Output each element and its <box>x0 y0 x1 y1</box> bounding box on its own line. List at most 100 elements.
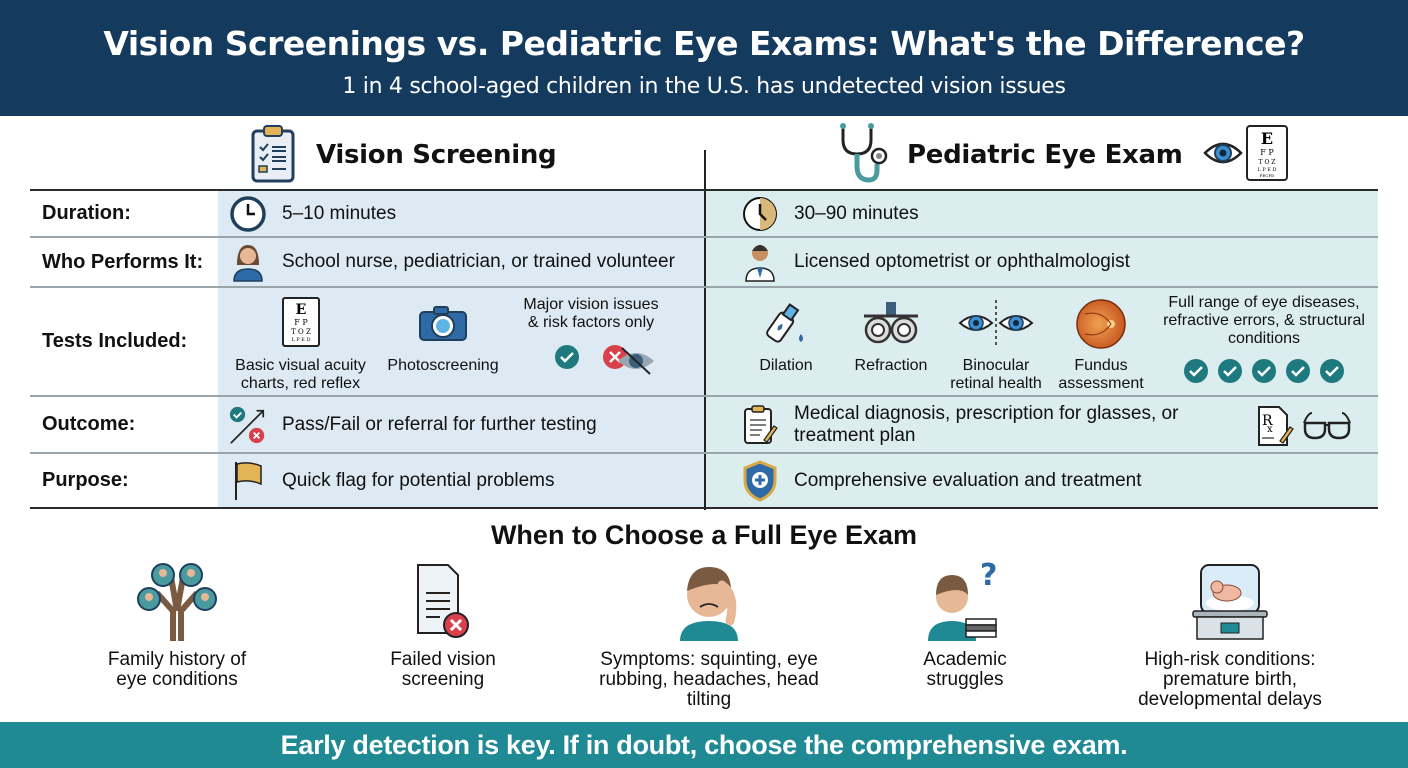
table-row-outcome: Outcome: Pass/Fail or referral for furth… <box>30 397 1378 454</box>
exam-cell: Comprehensive evaluation and treatment <box>704 454 1378 507</box>
check-icon <box>1319 358 1345 389</box>
svg-text:E: E <box>295 302 306 318</box>
when-item-label: Academic struggles <box>923 649 1007 690</box>
svg-text:E: E <box>1260 129 1272 148</box>
screening-outcome: Pass/Fail or referral for further testin… <box>282 413 597 435</box>
row-label: Outcome: <box>30 397 218 452</box>
clock-icon <box>740 194 780 234</box>
svg-text:?: ? <box>980 561 997 593</box>
exam-purpose: Comprehensive evaluation and treatment <box>794 469 1142 491</box>
test-item: Refraction <box>846 300 936 375</box>
exam-duration: 30–90 minutes <box>794 202 919 224</box>
test-item: Binocular retinal health <box>946 298 1046 393</box>
eye-icon <box>1202 140 1243 171</box>
check-icon <box>1217 358 1243 389</box>
check-icon <box>1251 358 1277 389</box>
row-label: Who Performs It: <box>30 238 218 286</box>
exam-outcome: Medical diagnosis, prescription for glas… <box>794 402 1179 446</box>
screening-cell: 5–10 minutes <box>218 191 704 236</box>
when-item-symptoms: Symptoms: squinting, eye rubbing, headac… <box>594 560 824 710</box>
when-section-title: When to Choose a Full Eye Exam <box>490 520 918 550</box>
table-row-duration: Duration: 5–10 minutes 30–90 minutes <box>30 191 1378 238</box>
pass-fail-icon <box>228 405 268 445</box>
test-label: Dilation <box>759 357 813 374</box>
svg-text:T O Z: T O Z <box>291 328 311 336</box>
when-item-academic: ? Academic struggles <box>900 560 1030 690</box>
clock-icon <box>228 194 268 234</box>
comparison-table: Duration: 5–10 minutes 30–90 minutes Who… <box>30 189 1378 509</box>
check-icons-row <box>1183 358 1345 389</box>
camera-icon <box>418 304 468 347</box>
phoropter-icon <box>860 300 922 351</box>
check-icon <box>1183 358 1209 389</box>
screening-column-title: Vision Screening <box>316 140 557 170</box>
screening-purpose: Quick flag for potential problems <box>282 469 555 491</box>
stethoscope-icon <box>835 122 889 189</box>
test-label: Photoscreening <box>387 357 499 374</box>
screening-cell: School nurse, pediatrician, or trained v… <box>218 238 704 286</box>
binocular-eyes-icon <box>956 298 1036 353</box>
when-item-label: High-risk conditions: premature birth, d… <box>1138 649 1322 710</box>
check-icon <box>1285 358 1311 389</box>
retina-icon <box>1075 298 1127 355</box>
test-item: Fundus assessment <box>1056 298 1146 393</box>
test-item: Dilation <box>746 298 826 375</box>
page-title: Vision Screenings vs. Pediatric Eye Exam… <box>103 24 1305 63</box>
screening-scope-note: Major vision issues & risk factors only <box>516 296 666 375</box>
test-label: Binocular retinal health <box>950 357 1042 392</box>
table-row-who-performs: Who Performs It: School nurse, pediatric… <box>30 238 1378 288</box>
test-label: Fundus assessment <box>1058 357 1144 392</box>
exam-cell: Licensed optometrist or ophthalmologist <box>704 238 1378 286</box>
family-tree-icon <box>132 560 222 642</box>
svg-text:F P: F P <box>1260 148 1274 157</box>
screening-duration: 5–10 minutes <box>282 202 397 224</box>
row-label: Purpose: <box>30 454 218 507</box>
test-label: Refraction <box>854 357 928 374</box>
svg-text:R: R <box>1262 413 1273 429</box>
when-item-label: Failed vision screening <box>390 649 496 690</box>
table-row-purpose: Purpose: Quick flag for potential proble… <box>30 454 1378 509</box>
doctor-icon <box>740 242 780 282</box>
svg-text:L P E D: L P E D <box>291 337 310 343</box>
incubator-icon <box>1185 560 1275 642</box>
page-subtitle: 1 in 4 school-aged children in the U.S. … <box>342 74 1066 99</box>
svg-text:T O Z: T O Z <box>1258 159 1275 166</box>
svg-text:L P E D: L P E D <box>1257 167 1276 173</box>
failed-document-icon <box>398 560 488 642</box>
exam-column-title: Pediatric Eye Exam <box>907 140 1183 170</box>
when-item-label: Family history of eye conditions <box>107 649 247 690</box>
exam-scope-note: Full range of eye diseases, refractive e… <box>1161 294 1367 389</box>
flag-icon <box>228 461 268 501</box>
eye-slash-icon <box>616 346 656 381</box>
eye-drops-icon <box>763 298 809 353</box>
exam-cell: Dilation Refraction Binocular retinal he… <box>704 288 1378 395</box>
test-label: Basic visual acuity charts, red reflex <box>235 357 366 392</box>
exam-cell: Medical diagnosis, prescription for glas… <box>704 397 1378 452</box>
glasses-icon <box>1302 411 1352 446</box>
shield-plus-icon <box>740 459 780 502</box>
child-rubbing-eye-icon <box>664 560 754 642</box>
exam-cell: 30–90 minutes <box>704 191 1378 236</box>
nurse-icon <box>228 242 268 282</box>
check-icon <box>554 344 580 375</box>
svg-text:F P: F P <box>294 318 308 327</box>
exam-performer: Licensed optometrist or ophthalmologist <box>794 251 1130 272</box>
when-item-failed-screening: Failed vision screening <box>368 560 518 690</box>
screening-cell: Pass/Fail or referral for further testin… <box>218 397 704 452</box>
clipboard-pencil-icon <box>740 404 780 445</box>
page-header: Vision Screenings vs. Pediatric Eye Exam… <box>0 0 1408 116</box>
svg-text:x: x <box>1267 424 1273 435</box>
svg-text:PECFD: PECFD <box>1259 173 1274 178</box>
screening-cell: Quick flag for potential problems <box>218 454 704 507</box>
when-item-label: Symptoms: squinting, eye rubbing, headac… <box>599 649 819 710</box>
screening-column-header: Vision Screening <box>250 120 557 190</box>
row-label: Duration: <box>30 191 218 236</box>
test-item: Photoscreening <box>378 304 508 375</box>
